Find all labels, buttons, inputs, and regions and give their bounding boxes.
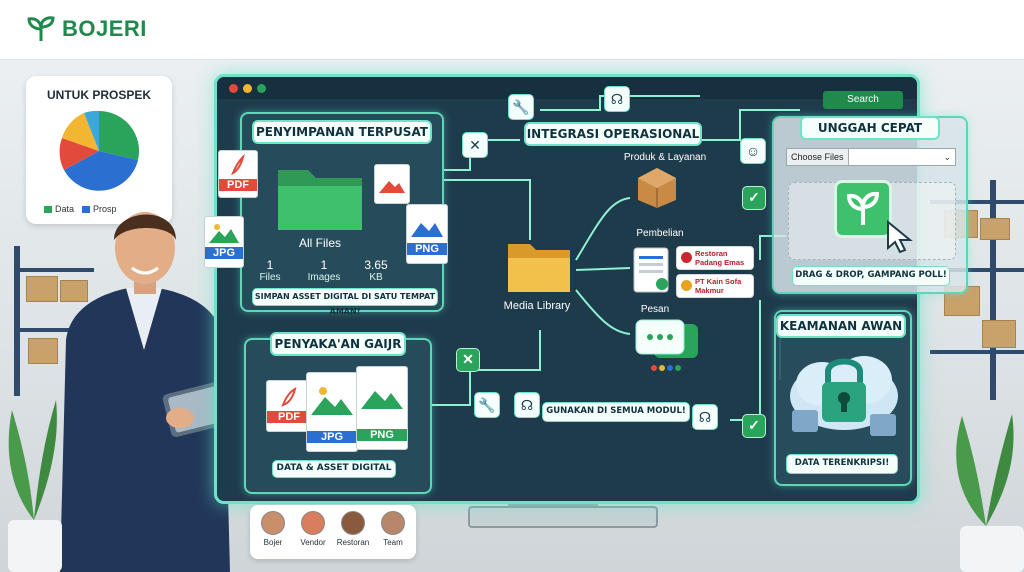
jpg-file-icon[interactable]: JPG xyxy=(204,216,244,268)
connector-media-messages xyxy=(575,289,631,335)
invoice-icon[interactable] xyxy=(632,246,672,294)
chat-bubble-icon[interactable] xyxy=(632,318,702,376)
monitor-title-bar xyxy=(217,77,917,99)
headset-icon-2[interactable]: ☊ xyxy=(514,392,540,418)
check-icon: ✓ xyxy=(742,186,766,210)
pie-slice-cyan xyxy=(84,110,99,151)
connector-storage-media xyxy=(442,179,531,240)
pie-slice-red xyxy=(59,138,99,170)
upload-title: UNGGAH CEPAT xyxy=(800,116,940,140)
team-member-restoran[interactable]: Restoran xyxy=(334,511,372,547)
pie-legend: Data Prosp xyxy=(44,204,117,214)
image-file-icon[interactable] xyxy=(374,164,410,204)
connector-media-products xyxy=(575,197,631,261)
team-member-vendor[interactable]: Vendor xyxy=(294,511,332,547)
app-sprout-icon[interactable] xyxy=(834,180,892,238)
avatar xyxy=(341,511,365,535)
cursor-arrow-icon xyxy=(887,220,913,254)
file-chooser[interactable]: Choose Files ⌄ xyxy=(786,148,956,166)
chevron-down-icon[interactable]: ⌄ xyxy=(943,151,951,162)
products-label: Produk & Layanan xyxy=(623,152,707,163)
pie-slice-yellow xyxy=(62,113,99,151)
secure-storage-caption: DATA & ASSET DIGITAL xyxy=(272,460,396,478)
tools-check-icon: ✕ xyxy=(456,348,480,372)
stat-files-unit: Files xyxy=(259,272,281,283)
stat-files-value: 1 xyxy=(266,258,274,272)
jpg-file-icon-2[interactable]: JPG xyxy=(306,372,358,452)
monitor-stand-base xyxy=(468,506,658,528)
png-file-icon[interactable]: PNG xyxy=(406,204,448,264)
connector-integration-upload xyxy=(700,109,800,141)
pie-chart xyxy=(59,110,140,191)
sprout-icon xyxy=(27,16,55,41)
headset-icon-3[interactable]: ☊ xyxy=(692,404,718,430)
choose-files-button[interactable]: Choose Files xyxy=(787,149,849,165)
cloud-caption: DATA TERENKRIPSI! xyxy=(786,454,898,474)
pdf-file-icon[interactable]: PDF xyxy=(218,150,258,198)
avatar xyxy=(261,511,285,535)
messages-label: Pesan xyxy=(640,304,670,315)
window-close-dot[interactable] xyxy=(229,84,238,93)
team-member-bojer[interactable]: Bojer xyxy=(254,511,292,547)
cloud-lock-icon xyxy=(790,356,898,436)
plant-right-illustration xyxy=(956,414,1024,572)
tools-icon[interactable]: ✕ xyxy=(462,132,488,158)
legend-item-prosp: Prosp xyxy=(82,204,117,214)
wrench-icon-2[interactable]: 🔧 xyxy=(474,392,500,418)
pie-slice-blue xyxy=(64,151,138,191)
green-folder-icon[interactable] xyxy=(274,160,366,234)
connector-purchase-footer xyxy=(730,300,761,421)
vendor-card-restoran[interactable]: Restoran Padang Emas xyxy=(676,246,754,270)
brand-logo[interactable]: BOJERI xyxy=(26,14,147,44)
vendor-card-kain-sofa[interactable]: PT Kain Sofa Makmur xyxy=(676,274,754,298)
avatar xyxy=(301,511,325,535)
user-icon[interactable]: ☺ xyxy=(740,138,766,164)
team-card: Bojer Vendor Restoran Team xyxy=(250,505,416,559)
secure-storage-title: PENYAKA'AN GAIJR xyxy=(270,332,406,356)
integration-title: INTEGRASI OPERASIONAL xyxy=(524,122,702,146)
brand-name: BOJERI xyxy=(62,16,147,41)
png-file-icon-2[interactable]: PNG xyxy=(356,366,408,450)
stat-size-unit: KB xyxy=(369,272,383,283)
connector-media-purchasing xyxy=(575,267,631,271)
top-bar: BOJERI xyxy=(0,0,1024,60)
purchasing-label: Pembelian xyxy=(636,228,684,239)
media-library-folder-icon[interactable] xyxy=(504,236,574,296)
stat-size-value: 3.65 xyxy=(364,258,388,272)
prospect-pie-card: UNTUK PROSPEK Data Prosp xyxy=(26,76,172,224)
all-files-label: All Files xyxy=(298,236,341,250)
connector-top xyxy=(540,95,700,111)
team-member-team[interactable]: Team xyxy=(374,511,412,547)
avatar xyxy=(381,511,405,535)
check-icon-2: ✓ xyxy=(742,414,766,438)
cloud-title: KEAMANAN AWAN xyxy=(776,314,906,338)
storage-caption: SIMPAN ASSET DIGITAL DI SATU TEMPAT AMAN… xyxy=(252,288,438,316)
storage-title: PENYIMPANAN TERPUSAT xyxy=(252,120,432,144)
integration-footer: GUNAKAN DI SEMUA MODUL! xyxy=(542,402,690,422)
window-minimize-dot[interactable] xyxy=(243,84,252,93)
legend-item-data: Data xyxy=(44,204,74,214)
plant-left-illustration xyxy=(8,400,62,572)
media-library-label: Media Library xyxy=(503,300,571,312)
wrench-icon[interactable]: 🔧 xyxy=(508,94,534,120)
pie-card-title: UNTUK PROSPEK xyxy=(46,88,151,102)
stat-images-unit: Images xyxy=(307,272,341,283)
stat-images-value: 1 xyxy=(320,258,328,272)
upload-caption: DRAG & DROP, GAMPANG POLL! xyxy=(792,266,950,286)
headset-icon[interactable]: ☊ xyxy=(604,86,630,112)
search-button[interactable]: Search xyxy=(823,91,903,109)
window-maximize-dot[interactable] xyxy=(257,84,266,93)
package-icon[interactable] xyxy=(636,166,678,210)
pie-slice-green xyxy=(99,110,140,160)
